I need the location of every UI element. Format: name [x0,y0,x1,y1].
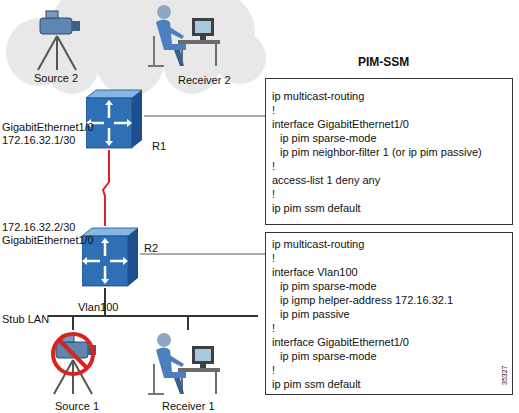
config-line: ip pim sparse-mode [272,131,512,145]
config-line: ip multicast-routing [272,237,512,251]
config-line: interface GigabitEthernet1/0 [272,117,512,131]
interface-label: GigabitEthernet1/0 [2,121,94,134]
panel-title: PIM-SSM [358,55,409,69]
multilayer-switch-icon [86,90,142,148]
config-line: ! [272,251,512,265]
config-line: ip multicast-routing [272,89,512,103]
camera-icon [38,11,80,70]
source-node: Source 2 [22,6,84,72]
node-label: R1 [152,140,166,153]
interface-label: Vlan100 [78,301,118,314]
connector-line [144,116,265,117]
config-line: ip pim sparse-mode [272,279,512,293]
config-line: ip pim neighbor-filter 1 (or ip pim pass… [272,145,512,159]
config-line: ! [272,103,512,117]
network-cloud [6,0,266,96]
config-line: ! [272,187,512,201]
source-node: Source 1 [38,330,108,398]
node-label: Source 2 [34,72,78,85]
node-icon [38,330,108,398]
config-line: access-list 1 deny any [272,173,512,187]
figure-number: 35327 [498,366,511,385]
receiver-node: Receiver 1 [140,330,224,398]
config-line: ip pim ssm default [272,201,512,215]
node-label: R2 [144,242,158,255]
config-line: ! [272,159,512,173]
config-line: ip igmp helper-address 172.16.32.1 [272,293,512,307]
config-line: ip pim passive [272,307,512,321]
config-line: interface Vlan100 [272,265,512,279]
interface-label: 172.16.32.2/30 [2,221,75,234]
config-box: ip multicast-routing!interface Vlan100ip… [265,232,513,395]
node-icon [86,88,144,150]
config-line: ip pim sparse-mode [272,349,512,363]
config-line: ! [272,321,512,335]
node-label: Source 1 [55,400,99,413]
node-icon [22,6,84,72]
router-node: R1 [86,88,144,150]
config-line: ip pim ssm default [272,377,512,391]
camera-icon [54,335,96,394]
interface-label: GigabitEthernet1/0 [2,234,94,247]
connector-line [140,254,265,255]
node-icon [140,330,224,398]
lan-segment [48,315,258,317]
prohibited-sign [53,334,93,374]
interface-label: Stub LAN [2,313,49,326]
receiver-node: Receiver 2 [140,2,224,72]
config-line: ! [272,363,512,377]
node-icon [140,2,224,72]
config-box: ip multicast-routing!interface GigabitEt… [265,78,513,225]
node-label: Receiver 1 [162,400,215,413]
serial-link [103,150,109,226]
node-label: Receiver 2 [178,74,231,87]
workstation-user-icon [148,5,220,66]
workstation-user-icon [148,333,220,394]
config-line: interface GigabitEthernet1/0 [272,335,512,349]
interface-label: 172.16.32.1/30 [2,134,75,147]
